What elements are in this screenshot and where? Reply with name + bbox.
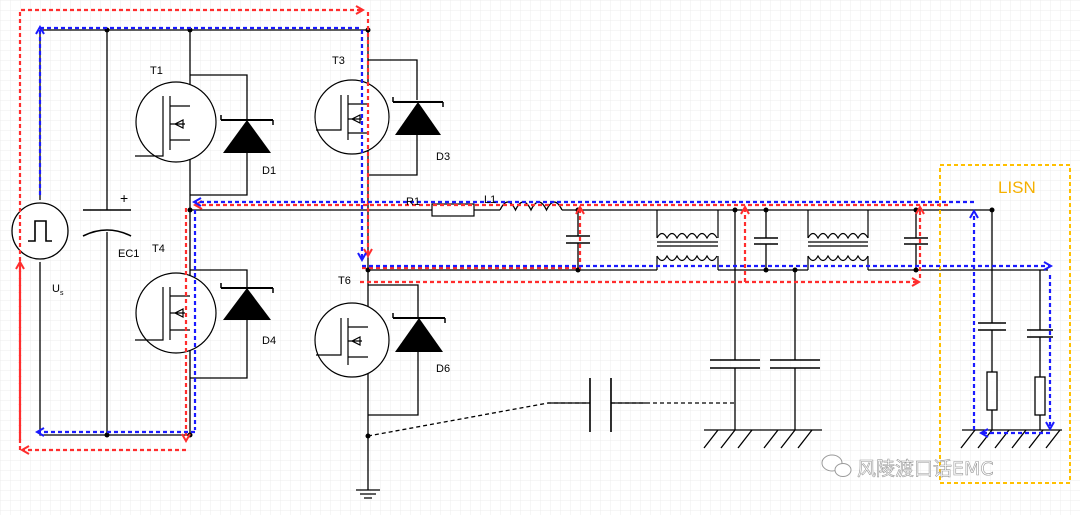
wechat-icon: [821, 454, 852, 477]
label-t4: T4: [152, 243, 165, 255]
mosfet-t6: [314, 302, 390, 378]
label-t3: T3: [332, 55, 345, 67]
label-r1: R1: [406, 196, 420, 208]
label-d6: D6: [436, 363, 450, 375]
label-ec1: EC1: [118, 248, 139, 260]
diode-d3: [392, 97, 444, 135]
inductor-l1: [499, 201, 563, 212]
diode-d6: [392, 313, 446, 352]
watermark: 风陵渡口话EMC: [821, 454, 994, 480]
label-d1: D1: [262, 165, 276, 177]
common-mode-choke-2: [807, 210, 869, 270]
label-us: Us: [52, 283, 64, 297]
blue-current-paths: [38, 28, 1050, 433]
common-mode-choke-1: [656, 210, 719, 270]
mosfet-t1: [135, 81, 217, 163]
watermark-text: 风陵渡口话EMC: [857, 458, 994, 480]
label-d4: D4: [262, 335, 276, 347]
filter-capacitors: [566, 235, 928, 245]
pulse-source: [11, 202, 69, 260]
label-lisn: LISN: [998, 178, 1036, 197]
mosfet-t4: [135, 272, 217, 354]
diode-d1: [220, 115, 274, 153]
lisn-components: [978, 322, 1053, 416]
label-ec1-plus: +: [120, 190, 128, 206]
label-d3: D3: [436, 151, 450, 163]
capacitor-ec1: [82, 209, 132, 237]
label-l1: L1: [484, 194, 496, 206]
label-t1: T1: [150, 65, 163, 77]
y-capacitors: [710, 359, 820, 369]
diode-d4: [220, 283, 274, 320]
resistor-r1: [431, 203, 475, 217]
lisn-box: [939, 164, 1071, 484]
mosfet-t3: [314, 79, 390, 155]
label-t6: T6: [338, 275, 351, 287]
coupling-capacitor: [589, 378, 612, 432]
red-current-paths: [20, 10, 948, 450]
